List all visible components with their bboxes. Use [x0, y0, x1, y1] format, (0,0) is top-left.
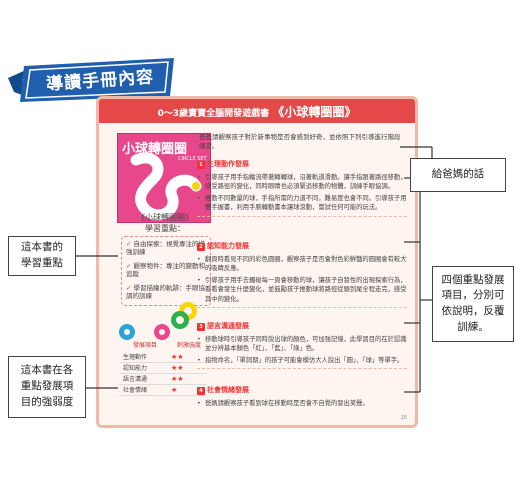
header-prefix: 0～3歲寶寶全腦開發遊戲書: [157, 109, 270, 119]
callout-learning: 這本書的 學習重點: [8, 236, 76, 276]
header-book-title: 《小球轉圈圈》: [272, 105, 357, 119]
table-row: 語言溝通★★: [119, 374, 207, 385]
goal-item: ✓觀察物件：專注的變動和追蹤: [126, 262, 205, 279]
callout-intensity: 這本書在各 重點發展項 目的強弱度: [8, 356, 86, 418]
banner-ribbon: [8, 58, 174, 102]
table-header: 發展項目 刺激強度: [132, 342, 201, 349]
cover-title: 小球轉圈圈: [122, 142, 188, 157]
goals-heading: 學習重點：: [145, 224, 185, 233]
bullet-item: 移動球時引導孩子同時說出球的顏色，可加強記憶，此學習目的在於認識並分辨基本顏色「…: [197, 335, 407, 354]
green-ring-icon: [171, 311, 189, 329]
intro-text: 爸爸請觀察孩子對於新事物是否會感到好奇，並依照下列引導進行階段練習。: [199, 133, 401, 151]
development-table: 發展項目 刺激強度 生理動作★★ 認知能力★★ 語言溝通★★ 社會情緒★: [119, 340, 207, 396]
goal-item: ✓自由探索：視覺專注的增強訓練: [126, 240, 205, 257]
check-icon: ✓: [126, 262, 132, 270]
cover-subtitle: CIRCLE SET: [178, 156, 207, 162]
page-header-title: 0～3歲寶寶全腦開發遊戲書 《小球轉圈圈》: [99, 103, 415, 120]
table-row: 社會情緒★: [119, 385, 207, 396]
goal-item: ✓學習描繪的軌跡：手眼協調的訓練: [126, 284, 205, 301]
goals-book-title: 《小球轉圈圈》: [137, 213, 193, 222]
callout-four-items: 四個重點發展 項目，分別可 依說明，反覆 訓練。: [432, 266, 514, 342]
guide-page: 0～3歲寶寶全腦開發遊戲書 《小球轉圈圈》 小球轉圈圈 CIRCLE SET 《…: [96, 96, 418, 428]
bullet-item: 引導孩子用手指輪流帶著轉轉球，沿著軌道滑動。讓手指跟著路徑移動，感受路徑的變化，…: [197, 173, 407, 192]
page-number: 15: [400, 415, 407, 421]
table-row: 生理動作★★: [119, 352, 207, 363]
bullet-item: 爸媽請觀察孩子看到球在移動時是否會不自覺的發出笑聲。: [197, 399, 407, 409]
table-row: 認知能力★★: [119, 363, 207, 374]
page-header: [99, 99, 415, 123]
bullet-item: 引導孩子用手去觸碰每一頁會移動的球，讓孩子自發性的出現探索行為，看看會發生什麼變…: [197, 276, 407, 304]
pink-ring-icon: [154, 324, 170, 340]
check-icon: ✓: [126, 240, 132, 248]
bullet-item: 指物命名，「單詞期」的孩子可能會模仿大人說出「圓」、「球」等單字。: [197, 356, 407, 366]
check-icon: ✓: [126, 284, 132, 292]
book-cover: 小球轉圈圈 CIRCLE SET: [117, 133, 211, 223]
callout-parents: 給爸媽的話: [410, 158, 506, 192]
bullet-item: 翻頁時看見不同的彩色圓圈，觀察孩子是否會對色彩鮮豔的圓圈會有較大的吸睛反應。: [197, 255, 407, 274]
blue-ring-icon: [119, 324, 135, 340]
bullet-item: 推動不同數量的球，手指所需的力道不同，難易度也會不同。引導孩子用雙手握書，利用手…: [197, 194, 407, 213]
